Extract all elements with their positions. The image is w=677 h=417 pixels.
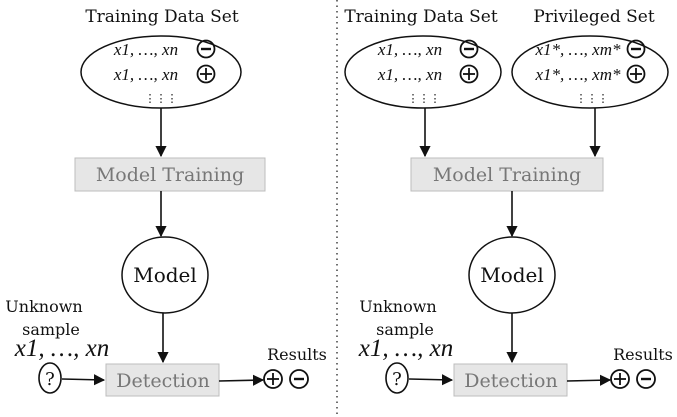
right-results-label: Results [613,345,673,364]
right-result-minus-icon [636,369,656,389]
left-training-title: Training Data Set [85,7,239,27]
left-model-training-label: Model Training [96,164,244,186]
left-plus-icon [196,64,216,84]
left-set-dots: ⋮⋮⋮ [145,92,178,105]
left-model-training-box [74,157,266,192]
left-arrow-detection-to-results [218,374,265,386]
right-plus-icon [459,64,479,84]
left-set-line1: x1, …, xn [113,40,178,59]
right-question-icon [385,362,409,394]
left-set-line2: x1, …, xn [113,65,178,84]
right-training-title: Training Data Set [344,7,498,27]
left-panel: Training Data Set x1, …, xn x1, …, xn ⋮⋮… [5,7,327,397]
right-model-training-label: Model Training [433,164,581,186]
right-set-dots: ⋮⋮⋮ [408,92,441,105]
left-unknown-label: Unknown [5,297,82,316]
left-result-plus-icon [263,369,283,389]
right-set-line2: x1, …, xn [377,65,442,84]
right-question-mark: ? [392,369,402,390]
right-priv-minus-icon [626,39,646,59]
right-sample-expression: x1, …, xn [358,335,453,362]
left-detection-label: Detection [116,370,209,392]
right-minus-icon [459,39,479,59]
left-minus-icon [196,39,216,59]
right-privileged-set-ellipse [511,35,669,109]
right-result-plus-icon [610,369,630,389]
left-model-label: Model [133,263,197,287]
left-result-minus-icon [289,369,309,389]
left-detection-box [105,363,220,397]
right-model-label: Model [480,263,544,287]
right-priv-line2: x1*, …, xm* [535,65,621,84]
right-arrow-sample-to-detection [408,374,454,386]
left-question-icon [38,362,62,394]
right-panel: Training Data Set Privileged Set x1, …, … [344,7,673,397]
right-arrow-detection-to-results [566,374,612,386]
right-detection-label: Detection [464,370,557,392]
left-results-label: Results [267,345,327,364]
right-priv-plus-icon [626,64,646,84]
right-sample-label: sample [376,320,434,339]
right-unknown-label: Unknown [359,297,436,316]
right-detection-box [453,363,568,397]
left-question-mark: ? [45,369,55,390]
left-sample-expression: x1, …, xn [14,335,109,362]
right-training-set-ellipse [344,35,502,109]
right-priv-line1: x1*, …, xm* [535,40,621,59]
right-set-line1: x1, …, xn [377,40,442,59]
right-privileged-title: Privileged Set [533,7,654,27]
right-priv-dots: ⋮⋮⋮ [576,92,609,105]
left-arrow-sample-to-detection [61,374,106,386]
right-model-training-box [410,157,604,192]
left-sample-label: sample [22,320,80,339]
left-model-ellipse [121,236,209,314]
